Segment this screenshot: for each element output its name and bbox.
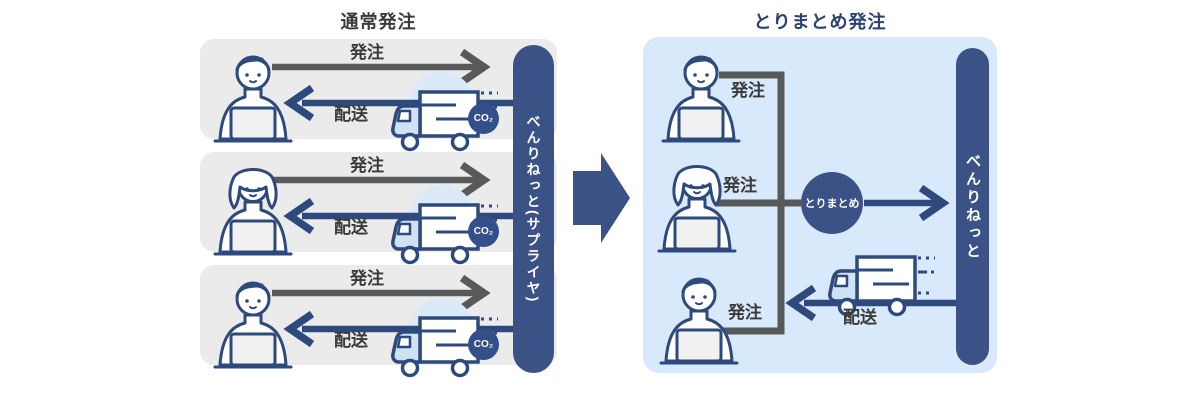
- delivery-arrow-head: [283, 197, 315, 235]
- supplier-pill-left-label: べんりねっと(サプライヤ): [525, 114, 542, 304]
- delivery-arrow-head: [283, 84, 315, 122]
- consolidated-delivery-arrow-head: [785, 284, 817, 322]
- left-section-title: 通常発注: [340, 12, 417, 32]
- co2-badge-label: CO₂: [473, 226, 494, 237]
- consolidation-circle-label: とりまとめ: [804, 198, 860, 210]
- order-label: 発注: [723, 176, 757, 195]
- flow-transition-arrow-icon: [573, 153, 630, 243]
- co2-badge-label: CO₂: [473, 339, 494, 350]
- order-label: 発注: [731, 81, 765, 100]
- order-label: 発注: [350, 43, 384, 62]
- right-section-title: とりまとめ発注: [753, 12, 887, 32]
- order-label: 発注: [350, 269, 384, 288]
- order-arrow-head: [459, 274, 491, 312]
- normal-row-1-graphics: [213, 48, 520, 152]
- co2-badge: CO₂: [468, 103, 499, 134]
- consolidation-circle: とりまとめ: [801, 172, 863, 234]
- consolidated-order-arrow-head: [918, 184, 950, 222]
- co2-badge: CO₂: [468, 329, 499, 360]
- order-arrow-head: [459, 161, 491, 199]
- supplier-pill-right: べんりねっと: [956, 48, 989, 365]
- consolidated-graphics: [657, 55, 956, 365]
- delivery-label: 配送: [334, 105, 368, 124]
- delivery-label: 配送: [334, 331, 368, 350]
- delivery-label: 配送: [334, 218, 368, 237]
- supplier-pill-right-label: べんりねっと: [964, 152, 981, 261]
- supplier-pill-left: べんりねっと(サプライヤ): [513, 45, 554, 373]
- normal-row-2-graphics: [213, 161, 520, 265]
- delivery-arrow-head: [283, 310, 315, 348]
- co2-badge: CO₂: [468, 216, 499, 247]
- order-label: 発注: [350, 156, 384, 175]
- order-label: 発注: [728, 303, 762, 322]
- person-male-icon: [659, 277, 739, 365]
- person-male-icon: [661, 55, 741, 143]
- co2-badge-label: CO₂: [473, 113, 494, 124]
- normal-row-3-graphics: [213, 274, 520, 378]
- delivery-label: 配送: [843, 308, 877, 327]
- order-arrow-head: [459, 48, 491, 86]
